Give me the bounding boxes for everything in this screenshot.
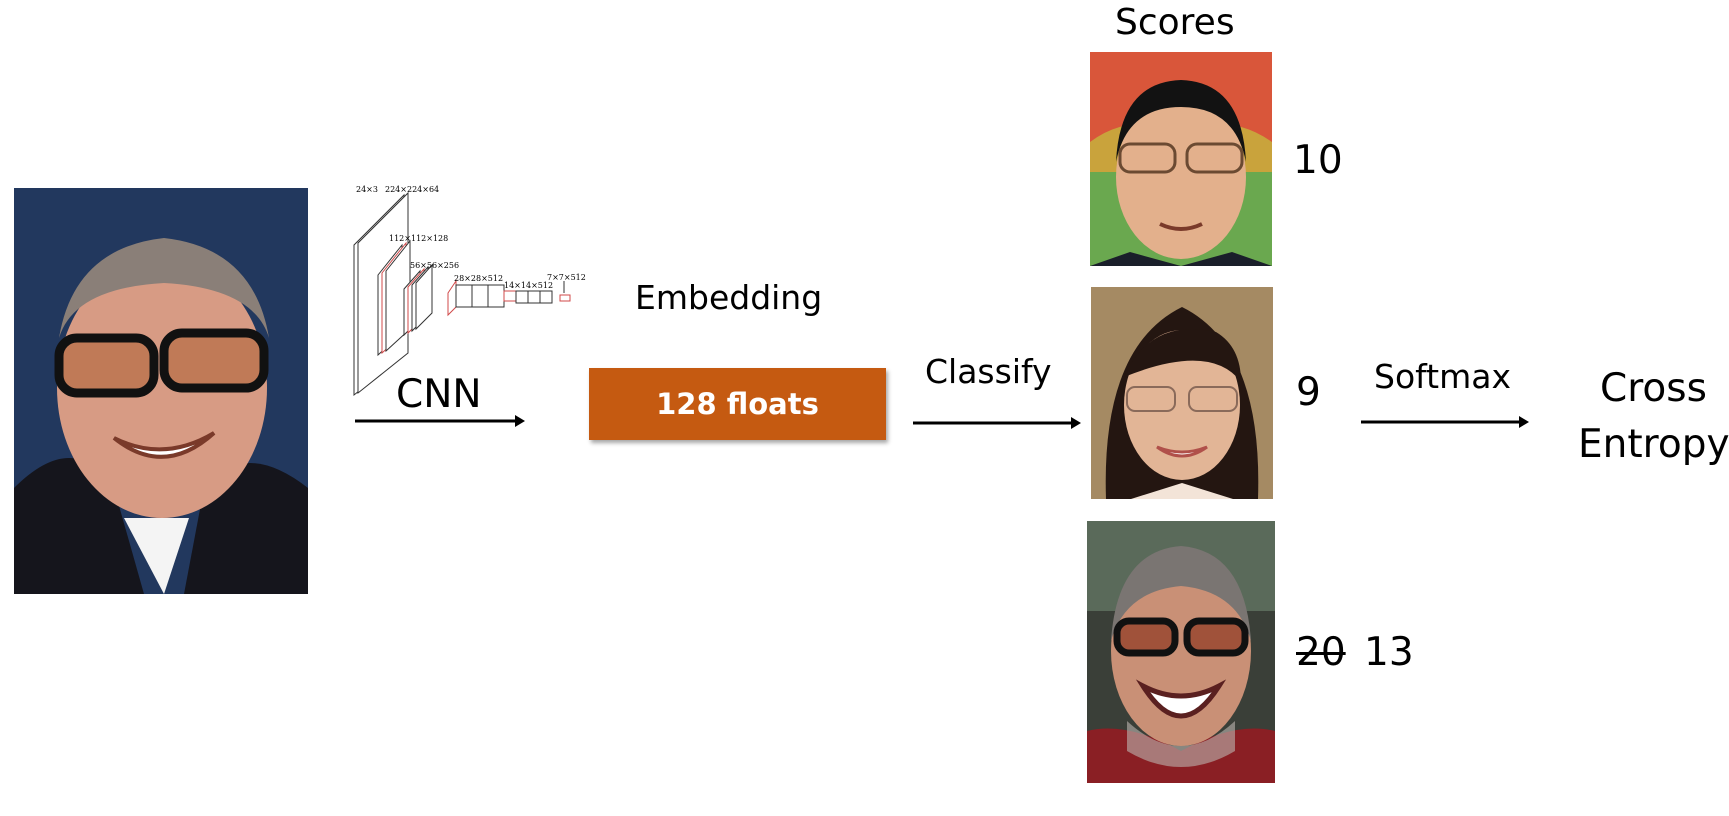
cnn-dim-label: 7×7×512: [547, 273, 586, 282]
cnn-architecture-diagram: 24×3 224×224×64 112×112×128 56×56×256 28…: [352, 185, 592, 405]
score-value: 13: [1364, 630, 1414, 675]
cross-entropy-label-line1: Cross: [1600, 366, 1707, 411]
cnn-dim-label: 28×28×512: [454, 274, 504, 283]
embedding-label: Embedding: [635, 278, 823, 317]
softmax-arrow: [1361, 416, 1529, 428]
input-face-photo: [14, 188, 308, 594]
cnn-dim-label: 14×14×512: [504, 281, 554, 290]
class-face-photo: [1091, 287, 1273, 499]
classify-arrow: [913, 417, 1081, 429]
cnn-dim-label: 224×224×64: [385, 185, 440, 194]
score-value: 10: [1293, 138, 1343, 183]
softmax-label: Softmax: [1374, 357, 1512, 396]
classify-label: Classify: [925, 352, 1052, 391]
embedding-vector-box: 128 floats: [589, 368, 886, 440]
cnn-label: CNN: [396, 372, 482, 417]
cnn-dim-label: 24×3: [356, 185, 378, 194]
score-value: 9: [1296, 370, 1321, 415]
cnn-arrow: [355, 415, 525, 427]
cnn-dim-label: 56×56×256: [410, 261, 460, 270]
cnn-dim-label: 112×112×128: [389, 234, 449, 243]
class-face-photo: [1090, 52, 1272, 266]
scores-heading: Scores: [1115, 2, 1235, 43]
cross-entropy-label-line2: Entropy: [1578, 422, 1729, 467]
class-face-photo: [1087, 521, 1275, 783]
score-old-value: 20: [1296, 630, 1346, 675]
